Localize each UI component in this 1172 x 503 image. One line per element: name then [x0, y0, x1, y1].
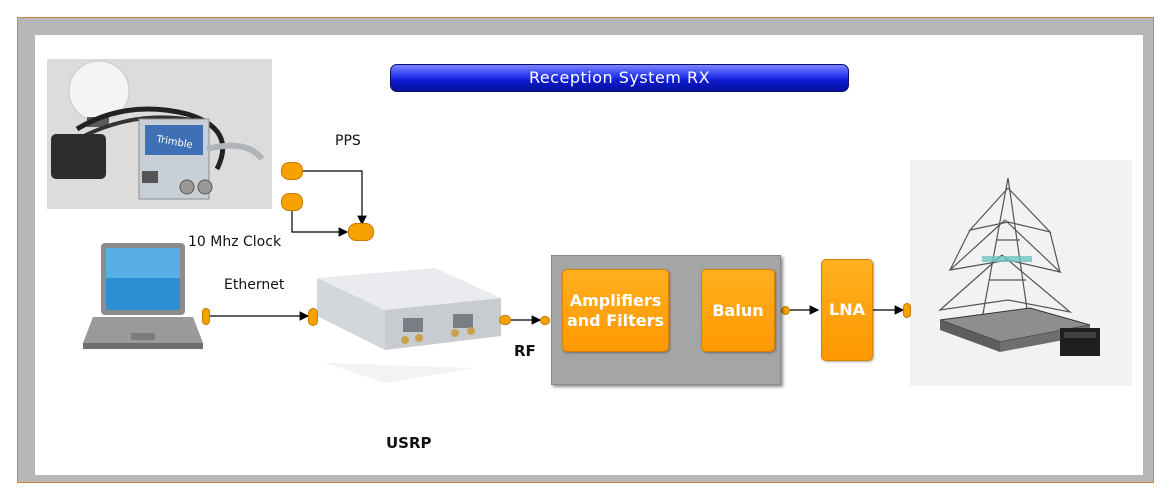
gps-receiver-image: Trimble	[47, 59, 272, 209]
rf-label: RF	[514, 342, 536, 360]
pps-line	[303, 170, 367, 226]
gps-pps-port	[281, 162, 303, 180]
balun-block: Balun	[701, 269, 775, 352]
usrp-device-image	[317, 268, 501, 383]
antenna-port	[903, 303, 911, 318]
pps-label: PPS	[335, 133, 361, 149]
clock-line	[291, 208, 349, 237]
usrp-ethernet-port	[308, 308, 318, 326]
laptop-ethernet-port	[202, 308, 210, 325]
usrp-label: USRP	[386, 434, 432, 452]
group-rf-port	[540, 316, 550, 325]
antenna-image	[910, 160, 1132, 386]
balun-output-port	[781, 306, 790, 315]
usrp-timing-port	[348, 223, 374, 241]
laptop-icon	[83, 243, 203, 349]
lna-block: LNA	[821, 259, 873, 361]
amplifiers-filters-block: Amplifiers and Filters	[562, 269, 669, 352]
clock-label: 10 Mhz Clock	[188, 234, 282, 250]
ethernet-label: Ethernet	[224, 277, 285, 293]
diagram-title: Reception System RX	[390, 64, 849, 92]
gps-clock-port	[281, 193, 303, 211]
usrp-rf-port	[499, 315, 511, 325]
